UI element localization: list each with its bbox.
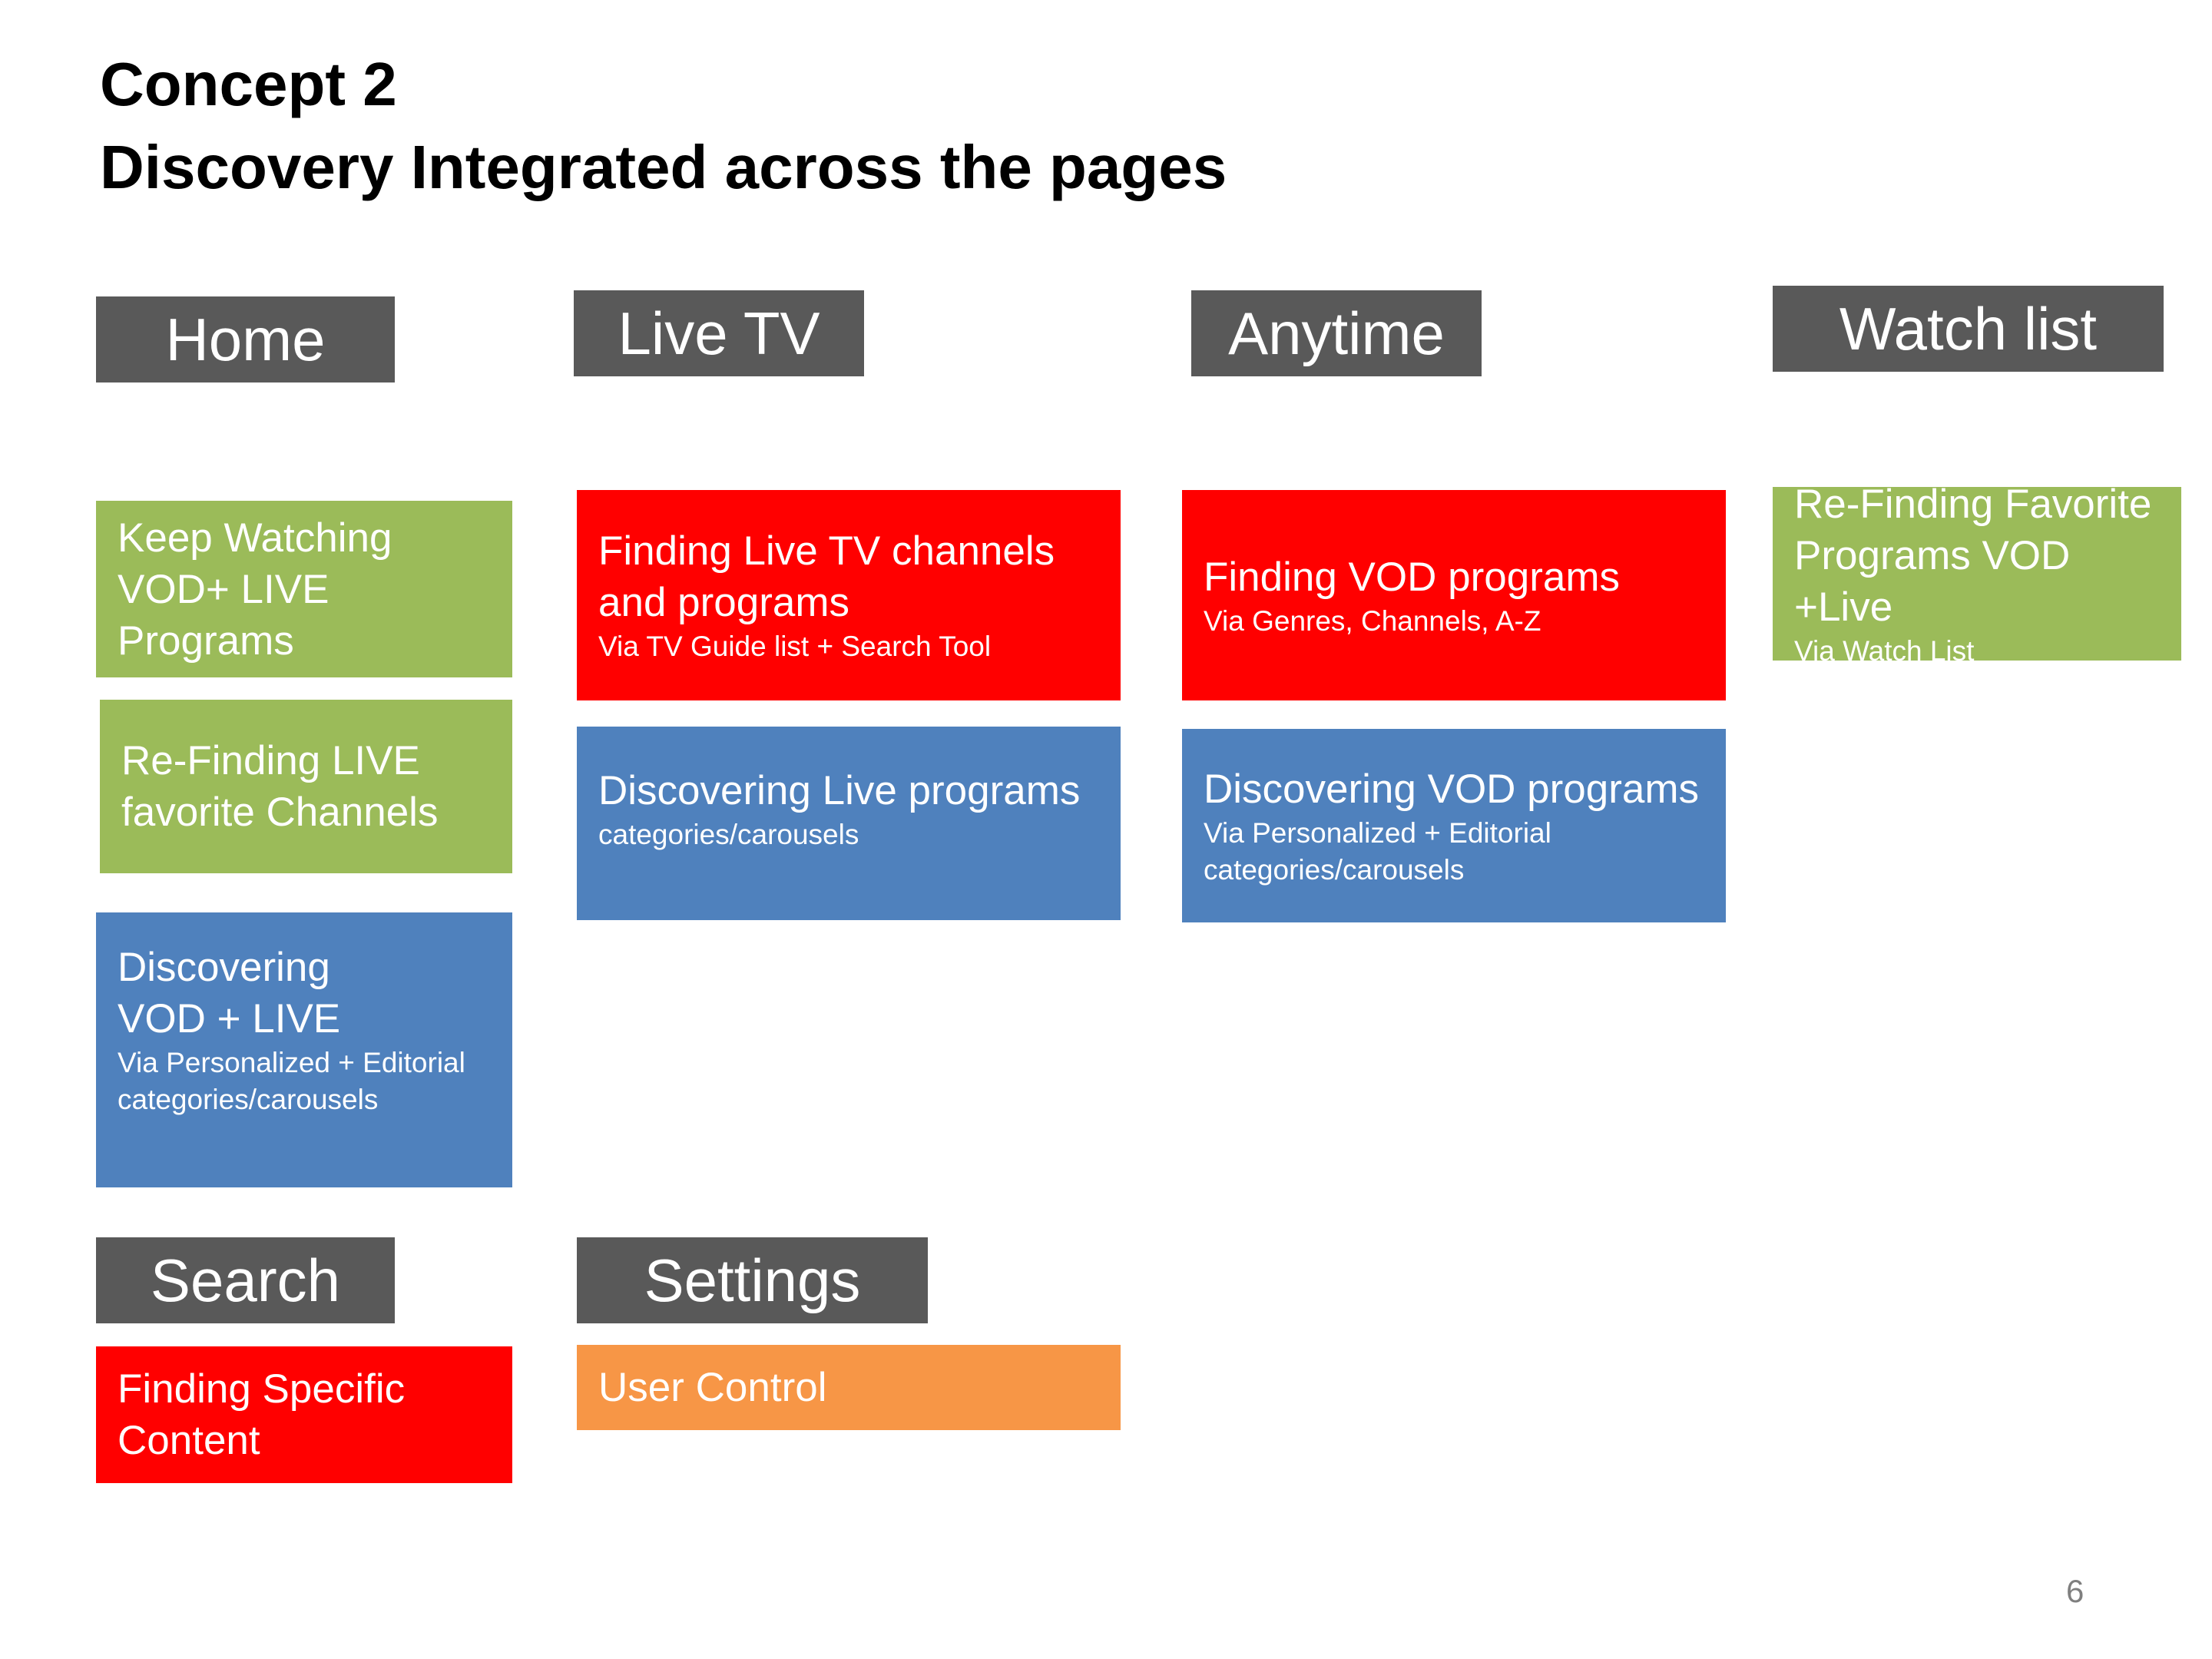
page-header-watch-list: Watch list <box>1773 286 2164 372</box>
finding-live-tv-box: Finding Live TV channels and programs Vi… <box>577 490 1121 700</box>
discovering-live-box: Discovering Live programs categories/car… <box>577 727 1121 920</box>
slide-title-line2: Discovery Integrated across the pages <box>100 133 1227 201</box>
refinding-favorite-title: Re-Finding Favorite Programs VOD +Live <box>1794 487 2152 630</box>
refinding-favorite-box: Re-Finding Favorite Programs VOD +Live V… <box>1773 487 2181 661</box>
page-header-home: Home <box>96 296 395 382</box>
finding-vod-subtitle: Via Genres, Channels, A-Z <box>1204 604 1541 637</box>
discovering-vod-subtitle: Via Personalized + Editorial categories/… <box>1204 816 1551 886</box>
finding-specific-content-box: Finding Specific Content <box>96 1346 512 1483</box>
slide-title-line1: Concept 2 <box>100 50 397 118</box>
slide-page-number: 6 <box>2066 1573 2085 1609</box>
finding-vod-box: Finding VOD programs Via Genres, Channel… <box>1182 490 1726 700</box>
refinding-live-channels-text: Re-Finding LIVE favorite Channels <box>121 738 439 835</box>
keep-watching-box: Keep Watching VOD+ LIVE Programs <box>96 501 512 677</box>
user-control-box: User Control <box>577 1345 1121 1430</box>
page-header-settings: Settings <box>577 1237 928 1323</box>
discovering-live-title: Discovering Live programs <box>598 768 1081 813</box>
finding-live-tv-title: Finding Live TV channels and programs <box>598 528 1055 625</box>
refinding-favorite-subtitle: Via Watch List <box>1794 634 1975 661</box>
finding-specific-content-text: Finding Specific Content <box>118 1366 406 1463</box>
home-discovering-subtitle: Via Personalized + Editorial categories/… <box>118 1047 465 1115</box>
keep-watching-text: Keep Watching VOD+ LIVE Programs <box>118 515 392 664</box>
user-control-text: User Control <box>598 1365 827 1410</box>
page-header-search: Search <box>96 1237 395 1323</box>
page-header-anytime: Anytime <box>1191 290 1482 376</box>
refinding-live-channels-box: Re-Finding LIVE favorite Channels <box>100 700 512 873</box>
finding-vod-title: Finding VOD programs <box>1204 554 1620 600</box>
discovering-vod-title: Discovering VOD programs <box>1204 766 1700 812</box>
finding-live-tv-subtitle: Via TV Guide list + Search Tool <box>598 631 992 662</box>
page-header-live-tv: Live TV <box>574 290 864 376</box>
home-discovering-title: Discovering VOD + LIVE <box>118 945 341 1041</box>
discovering-vod-box: Discovering VOD programs Via Personalize… <box>1182 729 1726 922</box>
discovering-live-subtitle: categories/carousels <box>598 819 859 850</box>
home-discovering-box: Discovering VOD + LIVE Via Personalized … <box>96 912 512 1187</box>
